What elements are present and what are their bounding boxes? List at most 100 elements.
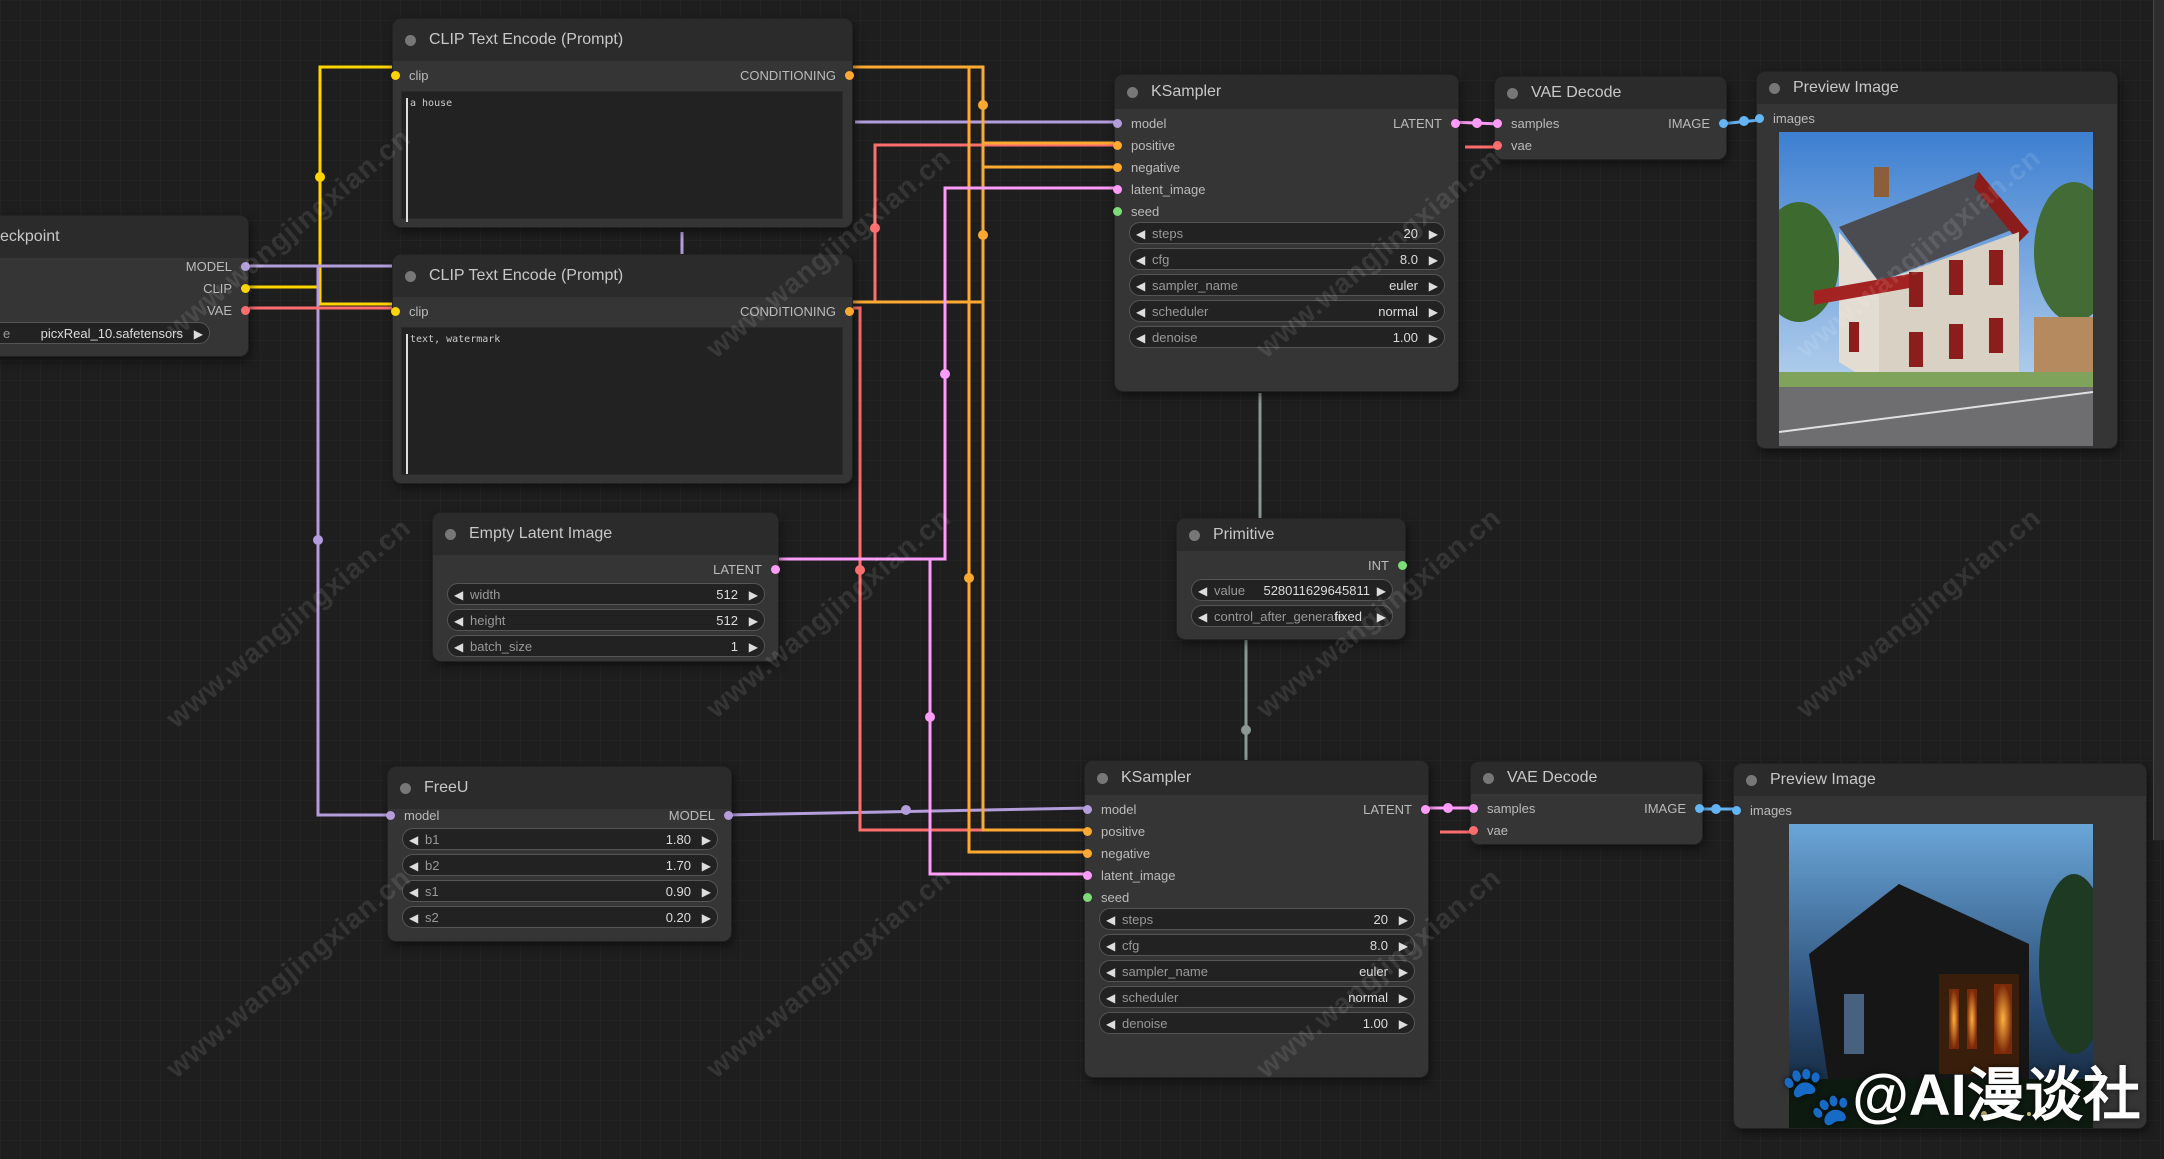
arrow-left-icon[interactable]: ◀ xyxy=(1136,253,1146,267)
link-midpoint[interactable] xyxy=(978,230,988,240)
arrow-left-icon[interactable]: ◀ xyxy=(409,885,419,899)
model-port[interactable] xyxy=(1083,805,1092,814)
link-midpoint[interactable] xyxy=(1472,118,1482,128)
latent-port[interactable] xyxy=(1493,119,1502,128)
collapse-dot-icon[interactable] xyxy=(1097,773,1108,784)
conditioning-port[interactable] xyxy=(1083,849,1092,858)
image-port[interactable] xyxy=(1719,119,1728,128)
collapse-dot-icon[interactable] xyxy=(1127,87,1138,98)
link-midpoint[interactable] xyxy=(315,172,325,182)
ksampler-node-1[interactable]: KSampler model LATENT positive negative … xyxy=(1113,75,1460,391)
image-port[interactable] xyxy=(1755,114,1764,123)
arrow-right-icon[interactable]: ▶ xyxy=(1428,279,1438,293)
arrow-left-icon[interactable]: ◀ xyxy=(454,640,464,654)
input-latent-image[interactable]: latent_image xyxy=(1083,865,1175,887)
conditioning-port[interactable] xyxy=(1113,163,1122,172)
output-latent[interactable]: LATENT xyxy=(1363,799,1430,821)
arrow-right-icon[interactable]: ▶ xyxy=(1398,991,1408,1005)
latent-port[interactable] xyxy=(1083,871,1092,880)
vae-decode-node-1[interactable]: VAE Decode samples IMAGE vae xyxy=(1493,77,1728,159)
output-latent[interactable]: LATENT xyxy=(713,559,780,581)
link-conditioning[interactable] xyxy=(967,67,1090,854)
conditioning-port[interactable] xyxy=(1113,141,1122,150)
arrow-right-icon[interactable]: ▶ xyxy=(1398,913,1408,927)
arrow-left-icon[interactable]: ◀ xyxy=(1136,279,1146,293)
arrow-left-icon[interactable]: ◀ xyxy=(1136,331,1146,345)
latent-port[interactable] xyxy=(1451,119,1460,128)
arrow-right-icon[interactable]: ▶ xyxy=(1428,227,1438,241)
input-samples[interactable]: samples xyxy=(1493,113,1559,135)
link-midpoint[interactable] xyxy=(313,535,323,545)
input-samples[interactable]: samples xyxy=(1469,798,1535,820)
ksampler-node-2[interactable]: KSampler model LATENT positive negative … xyxy=(1083,761,1430,1077)
arrow-left-icon[interactable]: ◀ xyxy=(1106,939,1116,953)
arrow-left-icon[interactable]: ◀ xyxy=(1198,584,1208,598)
latent-port[interactable] xyxy=(1113,185,1122,194)
arrow-right-icon[interactable]: ▶ xyxy=(1398,939,1408,953)
arrow-left-icon[interactable]: ◀ xyxy=(409,911,419,925)
output-clip[interactable]: CLIP xyxy=(0,278,250,300)
arrow-left-icon[interactable]: ◀ xyxy=(1106,965,1116,979)
input-positive[interactable]: positive xyxy=(1113,135,1175,157)
prompt-textarea[interactable]: a house xyxy=(401,91,843,222)
int-port[interactable] xyxy=(1083,893,1092,902)
arrow-right-icon[interactable]: ▶ xyxy=(1376,584,1386,598)
preview-image-node-2[interactable]: Preview Image images xyxy=(1732,764,2146,1128)
model-port[interactable] xyxy=(1113,119,1122,128)
model-port[interactable] xyxy=(724,811,733,820)
clip-text-encode-positive-node[interactable]: CLIP Text Encode (Prompt) clip CONDITION… xyxy=(391,19,854,227)
arrow-right-icon[interactable]: ▶ xyxy=(701,885,711,899)
int-port[interactable] xyxy=(1398,561,1407,570)
input-model[interactable]: model xyxy=(1113,113,1166,135)
prompt-textarea[interactable]: text, watermark xyxy=(401,327,843,475)
latent-port[interactable] xyxy=(1469,804,1478,813)
link-conditioning[interactable] xyxy=(848,65,1120,169)
link-midpoint[interactable] xyxy=(1739,116,1749,126)
arrow-left-icon[interactable]: ◀ xyxy=(409,859,419,873)
input-negative[interactable]: negative xyxy=(1083,843,1150,865)
output-image[interactable]: IMAGE xyxy=(1644,798,1704,820)
clip-port[interactable] xyxy=(241,284,250,293)
collapse-dot-icon[interactable] xyxy=(405,271,416,282)
collapse-dot-icon[interactable] xyxy=(1507,88,1518,99)
latent-port[interactable] xyxy=(771,565,780,574)
input-positive[interactable]: positive xyxy=(1083,821,1145,843)
output-image[interactable]: IMAGE xyxy=(1668,113,1728,135)
arrow-left-icon[interactable]: ◀ xyxy=(1136,305,1146,319)
int-port[interactable] xyxy=(1113,207,1122,216)
checkpoint-loader-node[interactable]: eckpoint MODEL CLIP VAE e picxReal_10.sa… xyxy=(0,216,250,356)
conditioning-port[interactable] xyxy=(1083,827,1092,836)
vae-decode-node-2[interactable]: VAE Decode samples IMAGE vae xyxy=(1469,762,1704,844)
collapse-dot-icon[interactable] xyxy=(1483,773,1494,784)
arrow-right-icon[interactable]: ▶ xyxy=(701,859,711,873)
arrow-right-icon[interactable]: ▶ xyxy=(1428,253,1438,267)
output-conditioning[interactable]: CONDITIONING xyxy=(740,301,854,323)
output-vae[interactable]: VAE xyxy=(0,300,250,322)
arrow-left-icon[interactable]: ◀ xyxy=(1106,1017,1116,1031)
image-port[interactable] xyxy=(1695,804,1704,813)
link-clip[interactable] xyxy=(238,285,400,306)
output-int[interactable]: INT xyxy=(1368,555,1407,577)
link-midpoint[interactable] xyxy=(925,712,935,722)
vae-port[interactable] xyxy=(241,306,250,315)
input-seed[interactable]: seed xyxy=(1113,201,1159,223)
collapse-dot-icon[interactable] xyxy=(445,529,456,540)
arrow-left-icon[interactable]: ◀ xyxy=(409,833,419,847)
